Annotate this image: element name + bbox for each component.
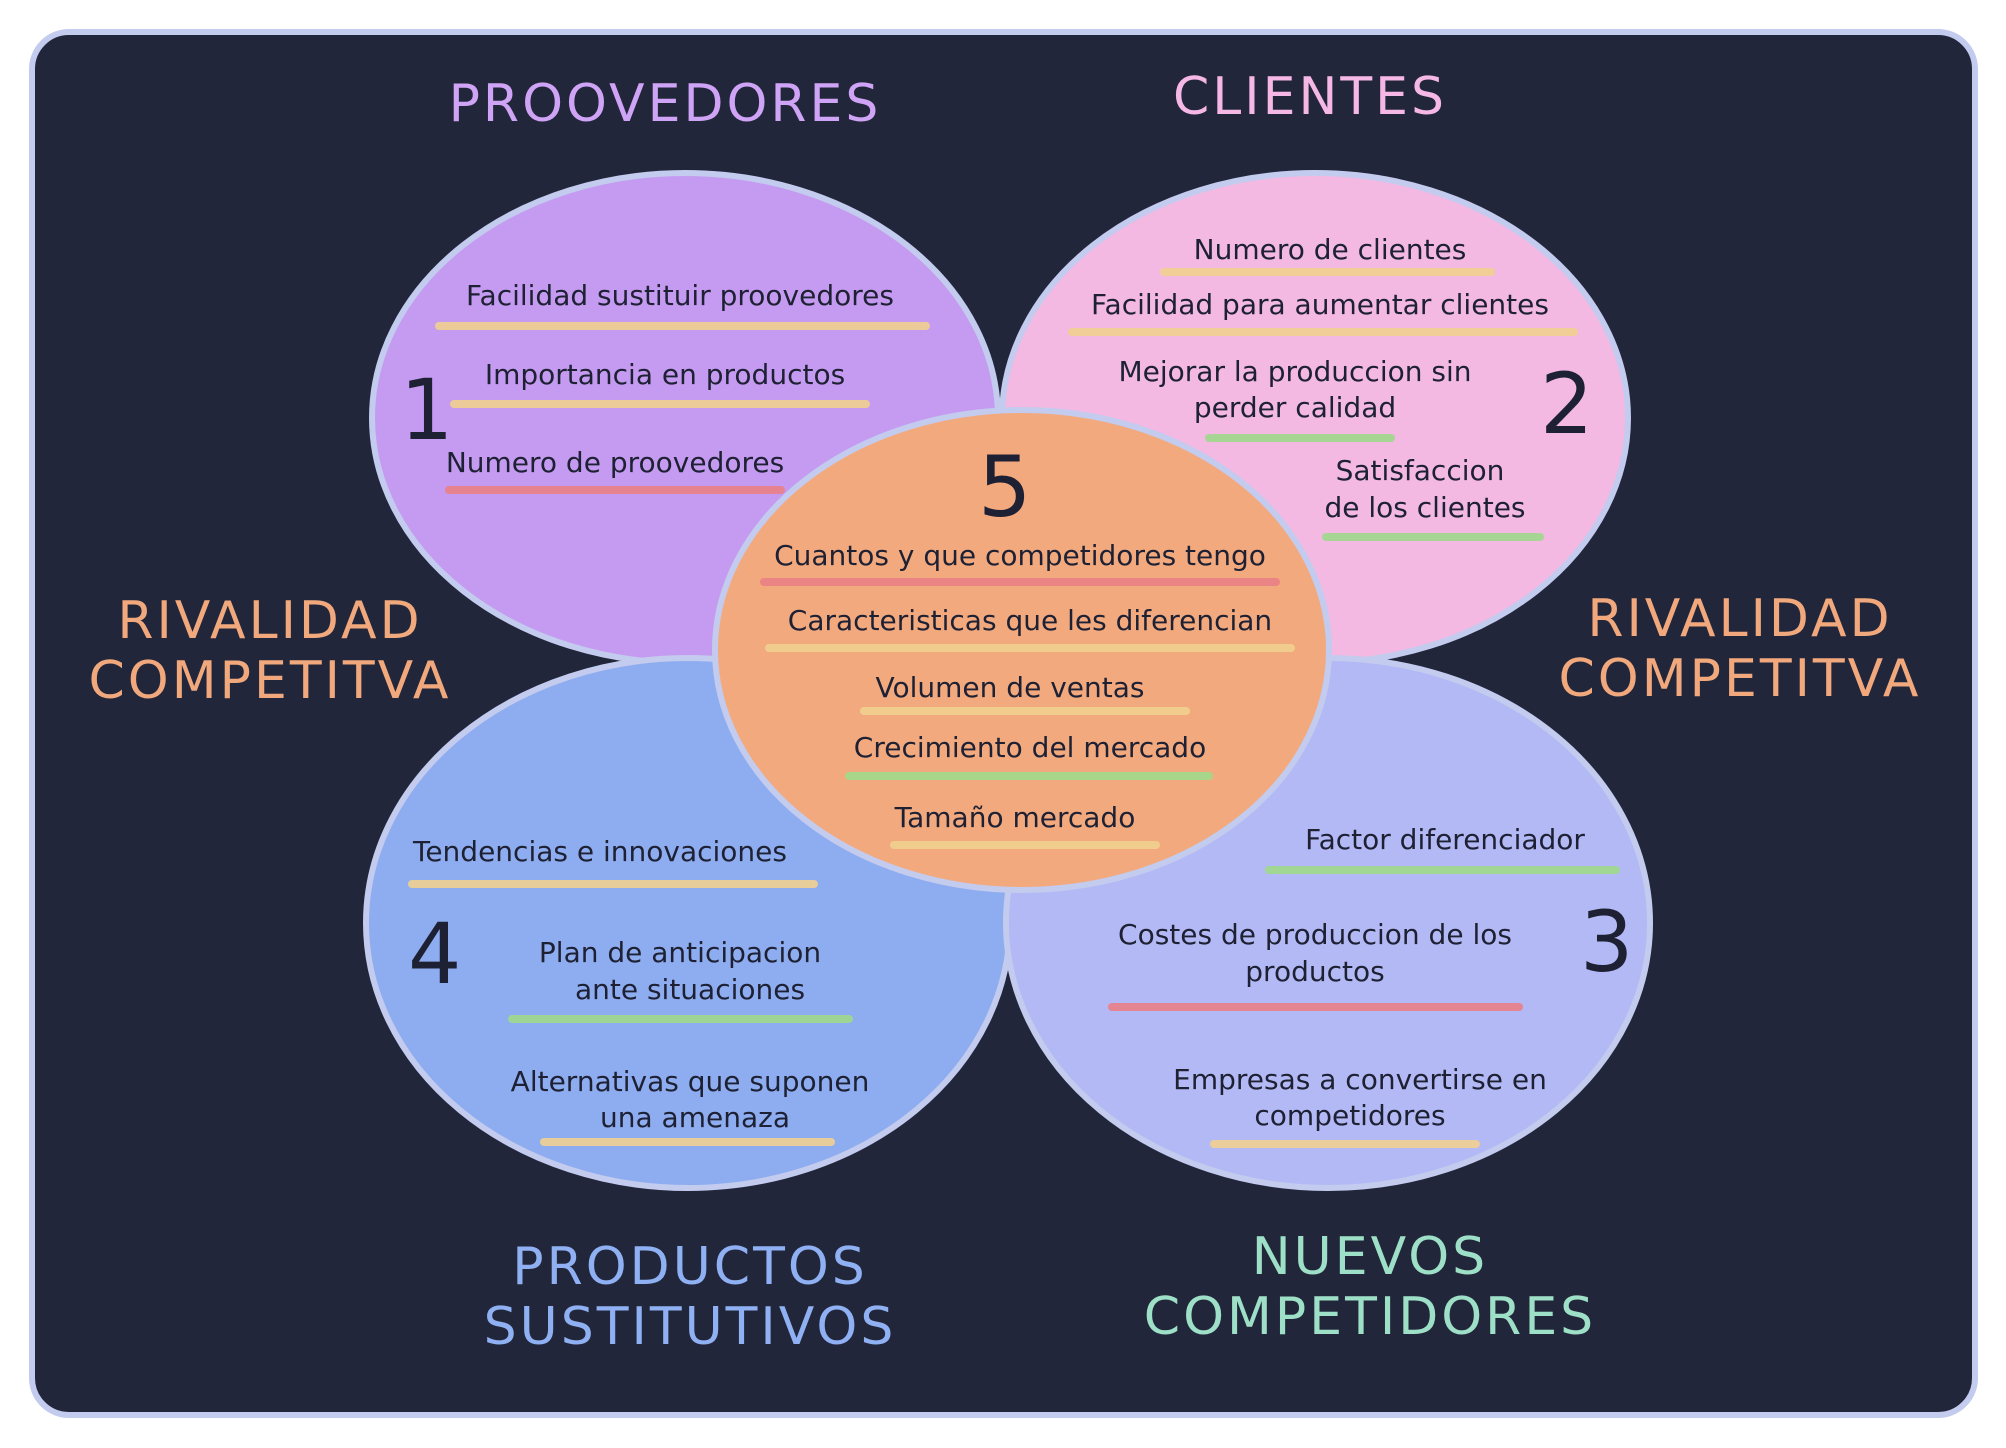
c3-item-4: Empresas a convertirse en [1173,1063,1547,1096]
title-productos-line2: SUSTITUTIVOS [483,1296,897,1357]
c5-item-4: Crecimiento del mercado [853,731,1207,764]
title-clientes: CLIENTES [1173,67,1447,127]
c4-item-1: Tendencias e innovaciones [412,835,787,868]
circle-1-number: 1 [400,361,454,459]
c1-item-3-underline [445,486,785,494]
title-rivalidad-left-line2: COMPETITVA [88,650,452,711]
c4-item-2: Plan de anticipacion [538,936,822,969]
title-nuevos-competidores: NUEVOS COMPETIDORES [1120,1227,1620,1348]
c1-item-2-underline [450,400,870,408]
c1-item-3: Numero de proovedores [445,446,785,479]
circle-5-number: 5 [978,438,1032,536]
c5-item-3-underline [860,707,1190,715]
c5-item-5-underline [890,841,1160,849]
title-rivalidad-right: RIVALIDAD COMPETITVA [1540,589,1940,710]
c4-item-3-underline [508,1015,853,1023]
c2-item-2: Facilidad para aumentar clientes [1091,288,1549,321]
c4-item-1-underline [408,880,818,888]
c3-item-2: Costes de produccion de los [1118,918,1512,951]
c3-item-3-underline [1108,1003,1523,1011]
circle-4-number: 4 [408,905,462,1003]
c5-item-3: Volumen de ventas [875,671,1145,704]
c2-item-3: Mejorar la produccion sin [1118,355,1472,388]
c2-item-4: perder calidad [1193,391,1397,424]
c5-item-1-underline [760,578,1280,586]
c3-item-5-underline [1210,1140,1480,1148]
c2-item-6-underline [1322,533,1544,541]
c3-item-3: productos [1245,955,1385,988]
c2-item-5: Satisfaccion [1335,454,1505,487]
circle-3-number: 3 [1580,893,1634,991]
c4-item-3: ante situaciones [574,973,806,1006]
title-proveedores: PROOVEDORES [448,74,882,134]
title-rivalidad-left-line1: RIVALIDAD [117,591,423,651]
title-rivalidad-right-line1: RIVALIDAD [1587,589,1893,649]
c4-item-5-underline [540,1138,835,1146]
title-rivalidad-left: RIVALIDAD COMPETITVA [70,591,470,712]
c1-item-1-underline [435,322,930,330]
c5-item-2: Caracteristicas que les diferencian [787,604,1273,637]
c4-item-4: Alternativas que suponen [510,1065,870,1098]
c5-item-5: Tamaño mercado [894,801,1136,834]
c5-item-4-underline [845,772,1213,780]
title-productos-sustitutivos: PRODUCTOS SUSTITUTIVOS [450,1237,930,1358]
title-nuevos-line1: NUEVOS [1251,1227,1489,1287]
c1-item-1: Facilidad sustituir proovedores [466,279,894,312]
title-productos-line1: PRODUCTOS [512,1237,868,1297]
title-rivalidad-right-line2: COMPETITVA [1558,648,1922,709]
c1-item-2: Importancia en productos [484,358,846,391]
c2-item-2-underline [1068,328,1578,336]
c2-item-1-underline [1160,268,1495,276]
title-nuevos-line2: COMPETIDORES [1143,1286,1597,1347]
c3-item-1: Factor diferenciador [1305,823,1585,856]
c5-item-2-underline [765,644,1295,652]
c5-item-1: Cuantos y que competidores tengo [774,539,1266,572]
c4-item-5: una amenaza [600,1101,790,1134]
c2-item-1: Numero de clientes [1193,233,1467,266]
c3-item-1-underline [1265,866,1620,874]
c2-item-6: de los clientes [1324,491,1526,524]
c2-item-4-underline [1205,434,1395,442]
circle-2-number: 2 [1540,355,1594,453]
c3-item-5: competidores [1254,1099,1446,1132]
